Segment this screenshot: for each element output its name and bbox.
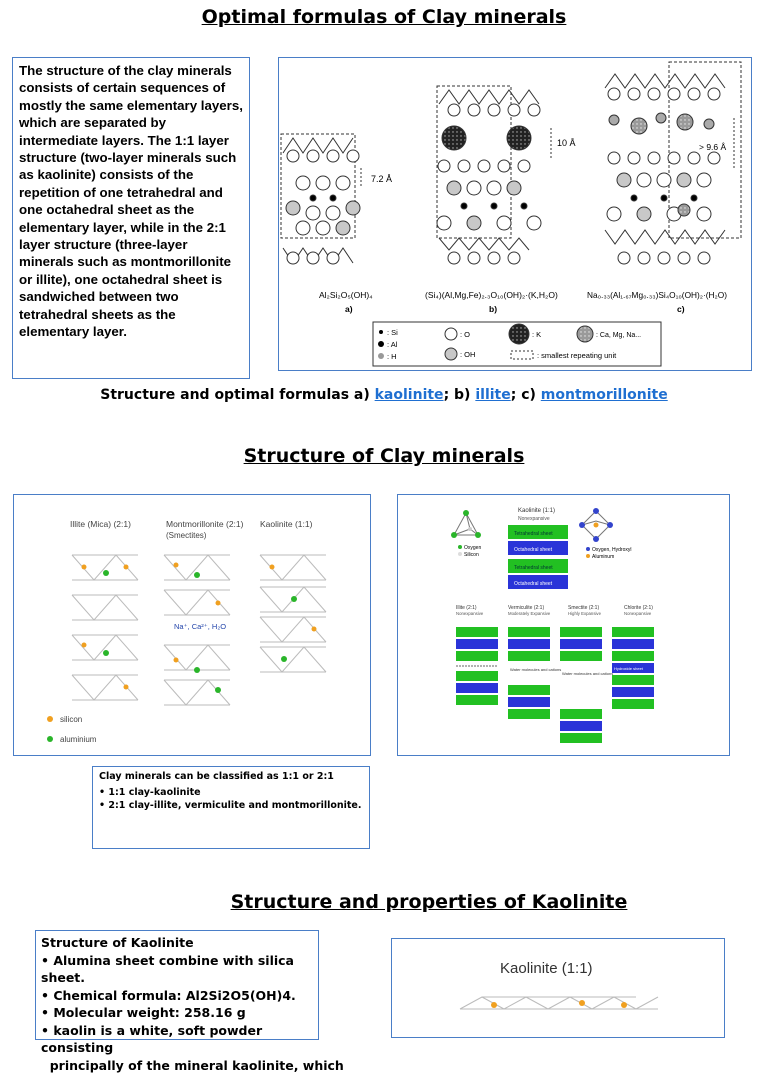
hydroxide-label: Hydroxide sheet	[614, 666, 644, 671]
chlorite-sheet-stack: Hydroxide sheet	[612, 627, 654, 709]
clay-structure-text-box: The structure of the clay minerals consi…	[12, 57, 250, 379]
kaolinite-figure-lattice	[460, 997, 658, 1009]
smectite-sheet-sub: Highly Expansive	[568, 611, 602, 616]
legend-o: : O	[460, 330, 470, 339]
aluminium-legend-dot	[47, 736, 53, 742]
kaolinite-sheet-stack: Tetrahedral sheet Octahedral sheet Tetra…	[508, 525, 568, 589]
kaolinite-figure-title: Kaolinite (1:1)	[500, 960, 593, 977]
oxygen-legend-dot	[458, 545, 462, 549]
formula-montmorillonite: Na₀.₃₃(Al₁.₆₇Mg₀.₃₃)Si₄O₁₀(OH)₂·(H₂O)	[587, 290, 727, 300]
legend-ca-mg-na: : Ca, Mg, Na...	[596, 332, 641, 339]
label-smectites: (Smectites)	[166, 531, 207, 540]
illite-sheet-sub: Nonexpansive	[456, 611, 484, 616]
clay-crystal-diagram: Illite (Mica) (2:1) Montmorillonite (2:1…	[14, 495, 370, 755]
oxygen-hydroxyl-dot	[586, 547, 590, 551]
clay-sheet-figure: Kaolinite (1:1) Nonexpansive Oxygen Sili…	[397, 494, 730, 756]
caption-separator-1: ; b)	[444, 387, 476, 403]
clay-crystal-figure: Illite (Mica) (2:1) Montmorillonite (2:1…	[13, 494, 371, 756]
kaolinite-bullet: • Molecular weight: 258.16 g	[41, 1004, 313, 1022]
label-illite: Illite (Mica) (2:1)	[70, 519, 131, 529]
note-line-2: • 1:1 clay-kaolinite	[93, 786, 369, 799]
octahedron-icon	[579, 508, 613, 542]
figure-legend: : Si : Al : H : O : OH : K : Ca, Mg, Na.…	[373, 322, 661, 366]
sheet-label: Octahedral sheet	[514, 581, 553, 587]
montmorillonite-structure	[605, 62, 741, 264]
kaolinite-sheet-title: Kaolinite (1:1)	[518, 508, 555, 514]
legend-k: : K	[532, 330, 541, 339]
note-line-3: • 2:1 clay-illite, vermiculite and montm…	[93, 799, 369, 815]
clay-layer-diagram: 7.2 Å 10 Å	[279, 58, 751, 370]
legend-si: : Si	[387, 328, 398, 337]
section-title-structure: Structure of Clay minerals	[0, 445, 768, 467]
kaolinite-heading: Structure of Kaolinite	[41, 934, 313, 952]
label-oxygen: Oxygen	[464, 545, 481, 551]
legend-aluminium: aluminium	[60, 735, 97, 744]
kaolinite-atom	[579, 1000, 585, 1006]
sheet-label: Tetrahedral sheet	[514, 565, 553, 571]
silicon-legend-dot	[47, 716, 53, 722]
formula-illite: (Si₄)(Al,Mg,Fe)₂.₃O₁₀(OH)₂·(K,H₂O)	[425, 290, 558, 300]
kaolinite-bullet: • Chemical formula: Al2Si2O5(OH)4.	[41, 987, 313, 1005]
kaolinite-structure	[281, 134, 361, 264]
chlorite-sheet-sub: Nonexpansive	[624, 611, 652, 616]
caption-prefix: Structure and optimal formulas a)	[100, 387, 374, 403]
note-line-1: Clay minerals can be classified as 1:1 o…	[93, 767, 369, 786]
illite-structure	[437, 86, 551, 264]
kaolinite-sheet-sub: Nonexpansive	[518, 516, 550, 522]
vermiculite-sheet-sub: Moderately Expansive	[508, 611, 551, 616]
label-aluminum: Aluminum	[592, 554, 614, 560]
label-montmorillonite: Montmorillonite (2:1)	[166, 519, 244, 529]
kaolinite-figure-diagram: Kaolinite (1:1)	[392, 939, 724, 1037]
label-silicon-2: Silicon	[464, 552, 479, 558]
montmorillonite-link[interactable]: montmorillonite	[541, 387, 668, 403]
kaolinite-figure: Kaolinite (1:1)	[391, 938, 725, 1038]
illite-link[interactable]: illite	[475, 387, 510, 403]
silicon-legend-dot-2	[458, 552, 462, 556]
spacing-label-a: 7.2 Å	[371, 174, 392, 184]
water-label: Water molecules and cations	[562, 671, 613, 676]
legend-h: : H	[387, 352, 397, 361]
sheet-label: Tetrahedral sheet	[514, 531, 553, 537]
clay-sheet-diagram: Kaolinite (1:1) Nonexpansive Oxygen Sili…	[398, 495, 729, 755]
kaolinite-atom	[621, 1002, 627, 1008]
clay-formula-figure: 7.2 Å 10 Å	[278, 57, 752, 371]
legend-al: : Al	[387, 340, 398, 349]
classification-note: Clay minerals can be classified as 1:1 o…	[92, 766, 370, 849]
sheet-label: Octahedral sheet	[514, 547, 553, 553]
kaolinite-atom	[491, 1002, 497, 1008]
illite-sheet-stack	[456, 627, 498, 705]
spacing-label-b: 10 Å	[557, 138, 576, 148]
kaolinite-bullet: principally of the mineral kaolinite, wh…	[41, 1057, 313, 1075]
aluminum-dot	[586, 554, 590, 558]
kaolinite-bullet: • Alumina sheet combine with silica shee…	[41, 952, 313, 987]
tetrahedron-icon	[451, 510, 481, 538]
formula-kaolinite: Al₂Si₂O₅(OH)₄	[319, 290, 373, 300]
water-label: Water molecules and cations	[510, 667, 561, 672]
label-oxygen-hydroxyl: Oxygen, Hydroxyl	[592, 547, 631, 553]
legend-oh: : OH	[460, 350, 475, 359]
label-kaolinite-crystal: Kaolinite (1:1)	[260, 519, 313, 529]
legend-silicon: silicon	[60, 715, 82, 724]
kaolinite-properties: Structure of Kaolinite • Alumina sheet c…	[36, 931, 318, 1077]
caption-separator-2: ; c)	[511, 387, 541, 403]
label-a: a)	[345, 304, 353, 314]
label-b: b)	[489, 304, 497, 314]
label-cations: Na⁺, Ca²⁺, H₂O	[174, 622, 226, 631]
figure-caption: Structure and optimal formulas a) kaolin…	[0, 387, 768, 403]
kaolinite-link[interactable]: kaolinite	[375, 387, 444, 403]
spacing-label-c: > 9.6 Å	[699, 142, 727, 152]
section-title-optimal-formulas: Optimal formulas of Clay minerals	[0, 6, 768, 28]
kaolinite-bullet: • kaolin is a white, soft powder consist…	[41, 1022, 313, 1057]
smectite-sheet-stack: Water molecules and cations	[560, 627, 613, 743]
legend-repeating-unit: : smallest repeating unit	[537, 351, 617, 360]
section-title-kaolinite: Structure and properties of Kaolinite	[45, 891, 768, 913]
clay-structure-paragraph: The structure of the clay minerals consi…	[13, 58, 249, 345]
vermiculite-sheet-stack: Water molecules and cations	[508, 627, 561, 719]
label-c: c)	[677, 304, 685, 314]
